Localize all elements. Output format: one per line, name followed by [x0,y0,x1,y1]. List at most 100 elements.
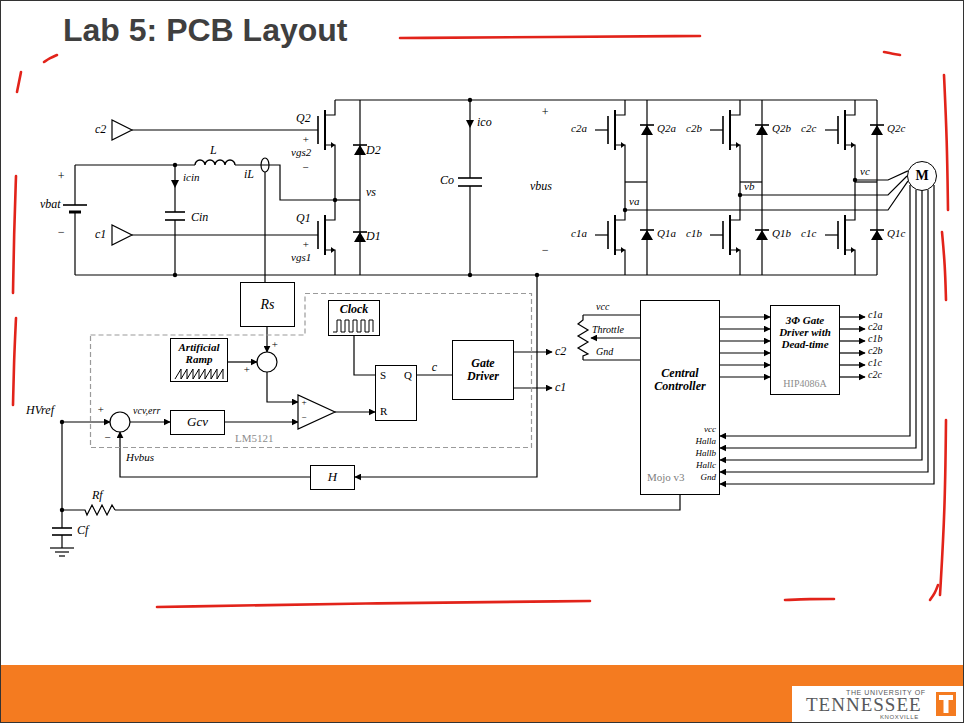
signal-name: D2 [366,144,381,156]
motor-circle: M [907,161,937,191]
signal-name: Halla [694,437,717,446]
diode-symbol [641,125,653,135]
block-label: Artificial Ramp [174,341,224,365]
signal-name: + [301,398,307,407]
signal-name: − [301,413,307,422]
diode-lead [646,100,647,182]
signal-wire [840,328,865,329]
board-name: Mojo v3 [647,471,685,483]
signal-wire [720,376,770,377]
comparator-symbol [298,395,335,429]
mosfet-lead [615,250,625,275]
ground-symbol [59,555,65,556]
gate-wire [132,129,318,130]
signal-name: icin [183,172,200,183]
signal-name: Q1a [657,228,676,239]
mosfet-lead [845,250,855,275]
mosfet-lead [615,100,625,115]
mosfet-lead [730,100,740,115]
red-annotation [944,75,948,210]
red-annotation [44,55,57,62]
mosfet-gate [317,221,319,249]
signal-wire [228,361,257,362]
junction-dot [60,508,64,512]
mosfet-arrow [851,142,855,148]
signal-name: vgs2 [291,147,311,158]
signal-name: Cin [191,211,208,223]
signal-wire [720,190,916,448]
rail [75,274,877,275]
junction-dot [173,163,177,167]
clock-box: Clock [328,300,380,336]
signal-name: − [541,244,549,256]
signal-wire [720,352,770,353]
signal-wire [514,387,552,388]
mosfet-arrow [621,142,625,148]
diode-bar [353,144,367,146]
gate-driver-symbol [112,120,132,140]
signal-name: vcc [596,302,609,312]
logo-square [936,692,956,716]
capacitor-plate [458,177,482,179]
signal-wire [720,340,770,341]
diode-symbol [871,125,883,135]
signal-wire [840,364,865,365]
wire [855,181,877,182]
red-annotation [13,318,16,405]
gate-wire [825,129,838,130]
signal-name: c1a [868,310,882,320]
signal-name: HVref [26,404,54,416]
red-annotation [942,232,946,300]
signal-name: Cf [77,524,88,536]
resistor-label: Rs [261,297,275,312]
block-label: H [328,470,337,484]
wire [235,165,335,200]
signal-name: Q1b [772,228,791,239]
gate-wire [132,234,318,235]
red-annotation [157,601,590,607]
mosfet-gate [837,116,839,144]
signal-name: vcv,err [133,406,160,416]
signal-name: c2b [868,346,882,356]
signal-name: + [57,170,65,182]
signal-wire [354,336,375,375]
diode-lead [876,100,877,182]
signal-name: c2a [571,123,587,134]
wire [625,181,647,182]
sr-latch-box: SQR [375,365,417,421]
ground-symbol [55,551,69,552]
phase-wire [740,176,907,195]
mosfet-lead [325,250,335,275]
signal-name: Q2c [887,123,905,134]
signal-wire [840,340,865,341]
summing-junction [257,352,277,372]
junction-dot [468,98,472,102]
signal-wire [62,421,110,422]
mosfet-channel [729,110,731,150]
capacitor-lead [469,186,470,275]
signal-name: c1b [686,228,702,239]
signal-name: c1 [95,228,106,240]
wire [61,535,62,548]
signal-name: + [243,364,250,375]
signal-name: vbus [530,180,552,192]
signal-name: + [302,239,309,250]
red-annotation [940,420,946,595]
signal-wire [120,432,310,477]
signal-wire [720,185,910,436]
signal-name: Q1c [887,228,905,239]
mosfet-gate [837,221,839,249]
mosfet-channel [614,110,616,150]
resistor-symbol [62,505,115,515]
diode-lead [876,182,877,275]
signal-wire [720,190,928,472]
gate-driver-symbol [112,225,132,245]
signal-wire [115,495,680,510]
signal-name: vs [366,186,376,198]
logo-text: TENNESSEE [806,695,922,714]
signal-name: c2a [868,322,882,332]
mosfet-arrow [851,247,855,253]
gate-driver-box: Gate Driver [452,340,514,400]
mosfet-channel [614,215,616,255]
